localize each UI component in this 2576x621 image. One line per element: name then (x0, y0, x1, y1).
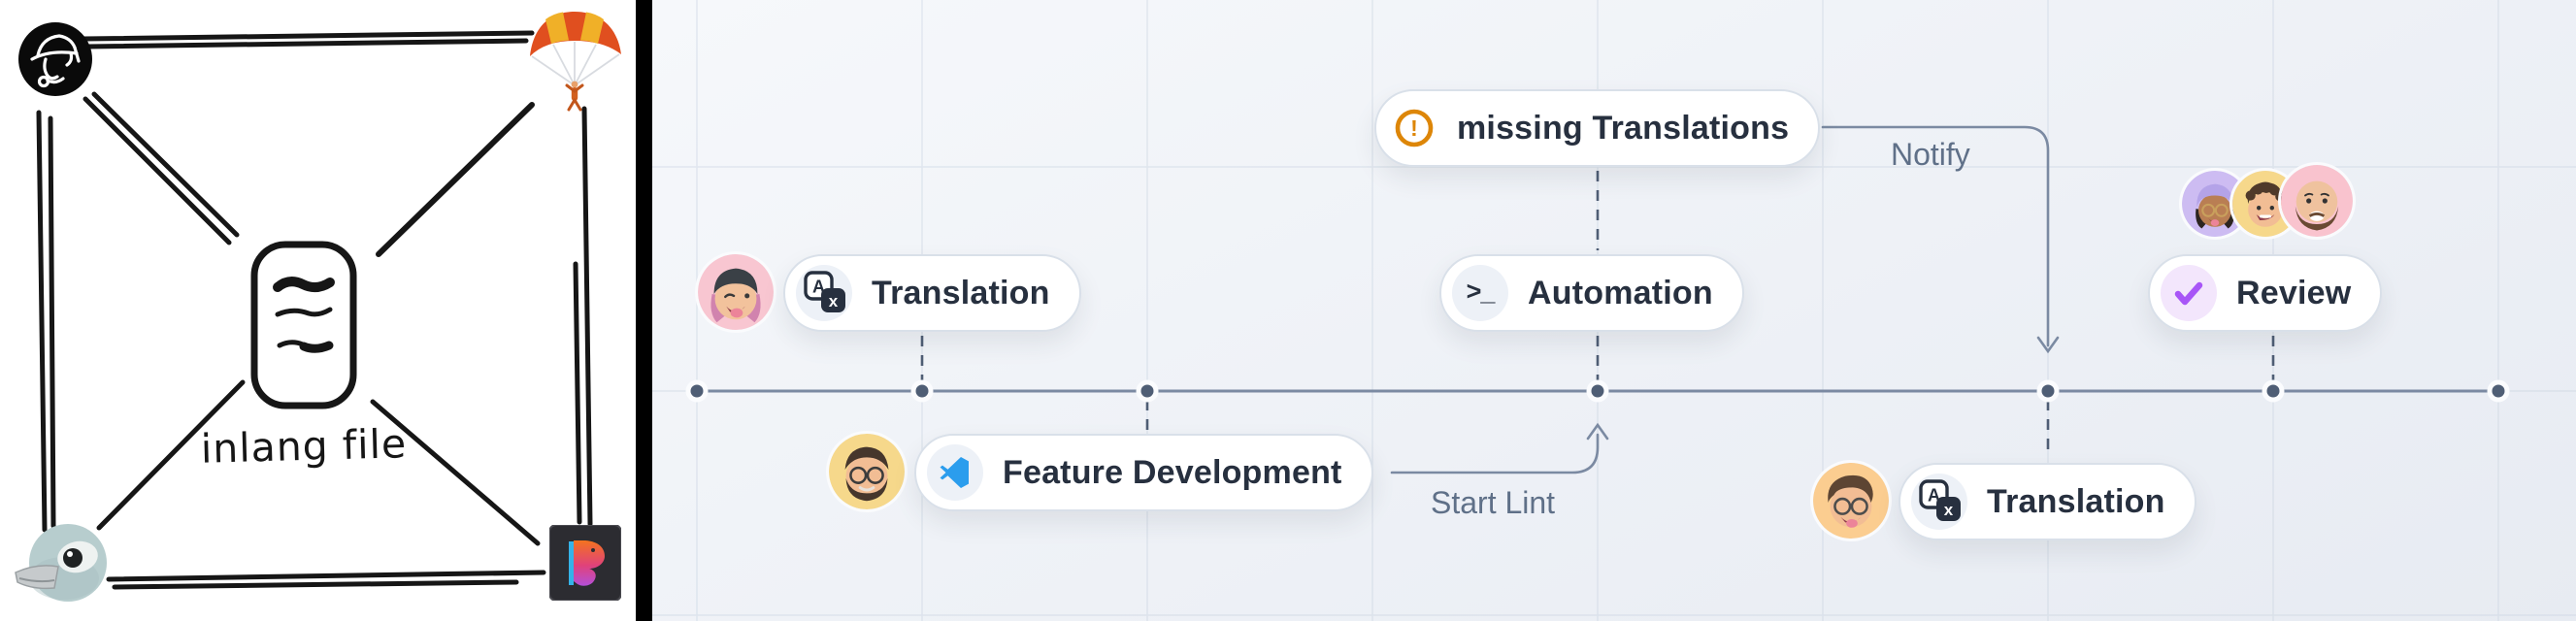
avatar-memoji-swoopy-glasses-man (1813, 463, 1889, 539)
start-lint-label: Start Lint (1431, 485, 1556, 520)
badge-automation: >_ Automation (1439, 254, 1744, 332)
badge-label: Translation (1987, 482, 2165, 520)
badge-label: missing Translations (1457, 109, 1790, 147)
badge-label: Translation (872, 274, 1050, 311)
paraglide-parachute-icon (524, 6, 626, 114)
badge-translation-left: A x Translation (783, 254, 1081, 332)
badge-label: Automation (1528, 274, 1713, 311)
inlang-file-sketch-panel: inlang file (0, 0, 636, 621)
badge-missing-translations: ! missing Translations (1374, 89, 1821, 167)
badge-label: Feature Development (1003, 453, 1342, 491)
warning-circle-icon: ! (1391, 105, 1437, 151)
avatar-memoji-glasses-beard-man (829, 434, 905, 509)
avatar-memoji-headwrap-woman (2182, 171, 2248, 237)
terminal-prompt-icon: >_ (1452, 265, 1508, 321)
inlang-file-label: inlang file (200, 420, 408, 473)
avatar-memoji-bald-beard-man (2281, 165, 2353, 237)
notify-label: Notify (1891, 137, 1970, 172)
avatar-memoji-beanie-woman (698, 254, 774, 330)
svg-text:x: x (1944, 501, 1954, 519)
vscode-icon (927, 444, 983, 501)
svg-text:A: A (1928, 486, 1940, 506)
sketch-frame (36, 30, 593, 590)
avatar-memoji-curly-boy (2232, 171, 2298, 237)
badge-label: Review (2236, 274, 2352, 311)
svg-text:A: A (812, 278, 825, 297)
inlang-file-icon (250, 241, 357, 409)
badge-feature-development: Feature Development (914, 434, 1373, 511)
badge-translation-right: A x Translation (1899, 463, 2196, 540)
parrot-figma-plugin-icon (548, 524, 622, 602)
badge-review: Review (2148, 254, 2383, 332)
sherlock-icon (17, 20, 94, 98)
svg-text:!: ! (1410, 115, 1418, 141)
panel-divider (636, 0, 652, 621)
fink-bird-icon (10, 518, 107, 610)
svg-text:x: x (829, 292, 839, 310)
checkmark-icon (2161, 265, 2217, 321)
translate-icon: A x (1911, 474, 1967, 530)
translate-icon: A x (796, 265, 852, 321)
